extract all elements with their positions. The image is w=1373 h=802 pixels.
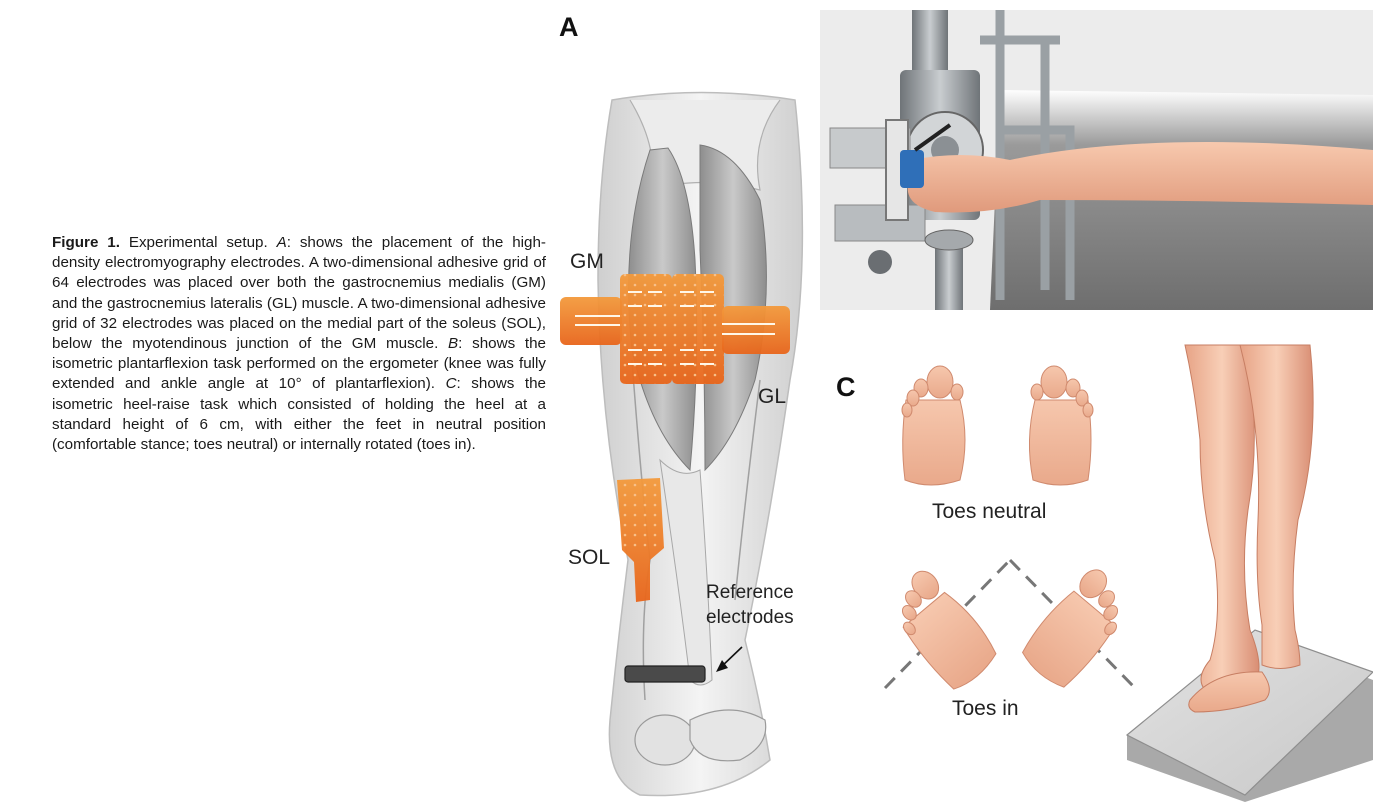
foot-neutral-right	[1029, 366, 1093, 485]
label-toes-neutral: Toes neutral	[932, 500, 1046, 524]
foot-in-right	[1016, 563, 1139, 693]
label-toes-in: Toes in	[952, 697, 1019, 721]
foot-in-left	[879, 564, 1003, 694]
foot-neutral-left	[902, 366, 965, 485]
standing-legs	[1185, 345, 1313, 712]
